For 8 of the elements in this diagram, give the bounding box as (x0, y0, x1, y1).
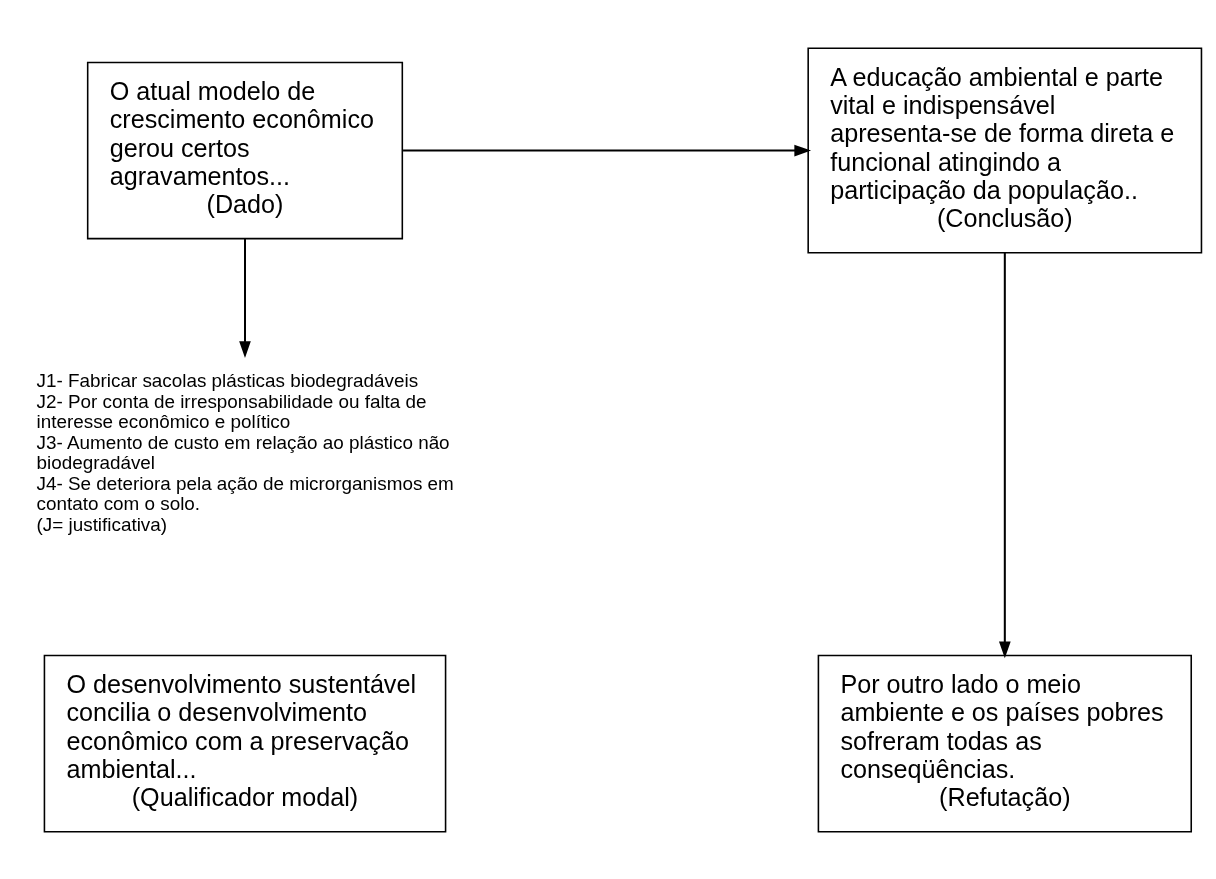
node-box: Por outro lado o meio ambiente e os países pobres sofreram todas as conseqüências. (Refutação) (817, 654, 1193, 832)
node-box: O desenvolvimento sustentável concilia o desenvolvimento econômico com a preservação ambiental... (Qualificador modal) (43, 654, 447, 832)
node-box: O atual modelo de crescimento econômico gerou certos agravamentos... (Dado) (86, 61, 404, 239)
arrow (403, 144, 812, 156)
arrow (239, 238, 251, 358)
node-box: A educação ambiental e parte vital e indispensável apresenta-se de forma direta e funcional atingindo a participação da população.. (Conclusão) (807, 47, 1203, 254)
arrow (998, 252, 1011, 658)
node-text: J1- Fabricar sacolas plásticas biodegradáveis J2- Por conta de irresponsabilidade ou falta de interesse econômico e político J3- Aumento de custo em relação ao plástico não biodegradável J4- Se deteriora pela ação de microrganismos em contato com o solo. (J= justificativa) (36, 369, 454, 535)
